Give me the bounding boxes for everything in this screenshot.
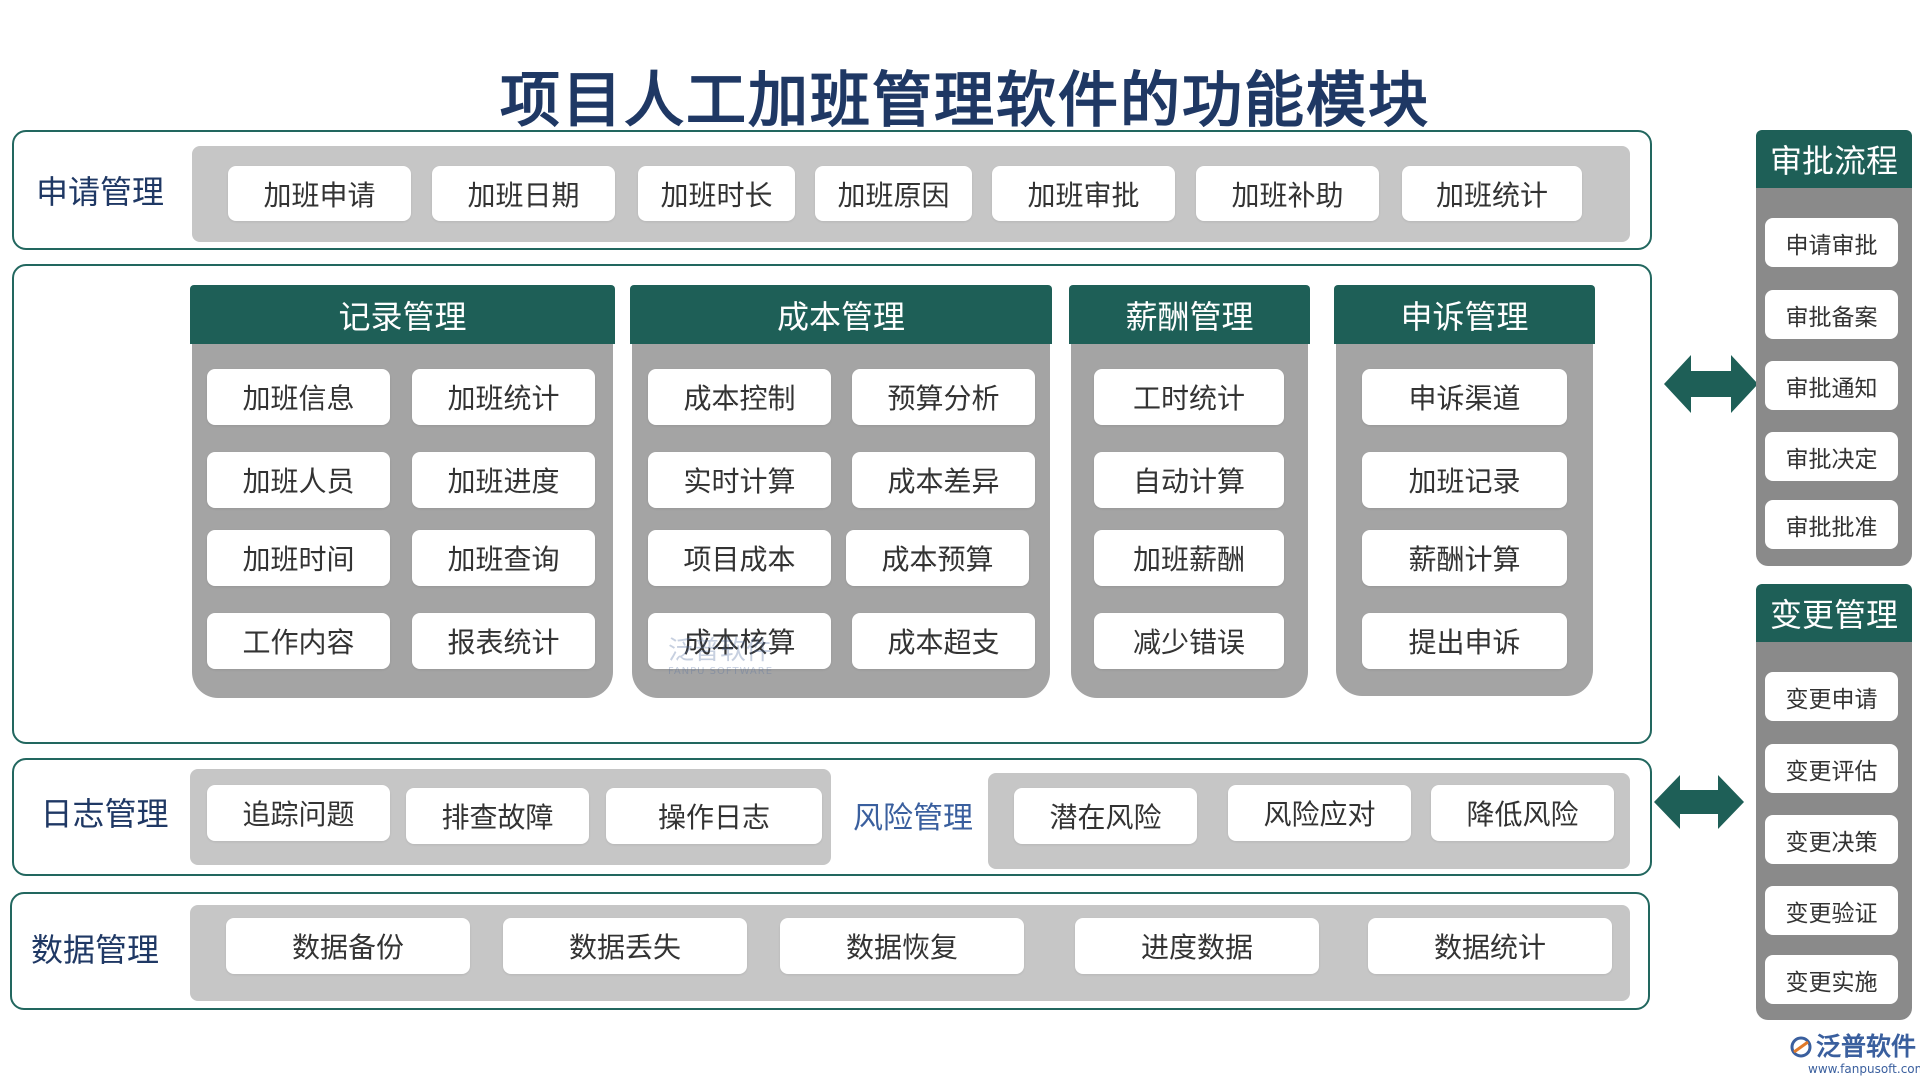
- double-arrow-icon: [1664, 355, 1758, 413]
- salary-item[interactable]: 减少错误: [1094, 613, 1284, 669]
- change-item[interactable]: 变更实施: [1765, 955, 1898, 1004]
- data-label: 数据管理: [30, 931, 159, 969]
- log-item[interactable]: 排查故障: [406, 788, 589, 844]
- data-item[interactable]: 数据备份: [226, 918, 470, 974]
- record-item[interactable]: 加班信息: [207, 369, 390, 425]
- application-item[interactable]: 加班统计: [1402, 166, 1582, 221]
- change-title: 变更管理: [1756, 584, 1912, 642]
- application-item[interactable]: 加班时长: [638, 166, 795, 221]
- salary-item[interactable]: 加班薪酬: [1094, 530, 1284, 586]
- record-item[interactable]: 加班时间: [207, 530, 390, 586]
- cost-item[interactable]: 成本控制: [648, 369, 831, 425]
- salary-item[interactable]: 自动计算: [1094, 452, 1284, 508]
- module-salary-title: 薪酬管理: [1069, 285, 1310, 344]
- cost-item[interactable]: 成本超支: [852, 613, 1035, 669]
- brand-logo: 泛普软件: [1816, 1032, 1917, 1061]
- module-record-title: 记录管理: [190, 285, 615, 344]
- risk-label: 风险管理: [853, 801, 973, 836]
- cost-item[interactable]: 实时计算: [648, 452, 831, 508]
- cost-item[interactable]: 项目成本: [648, 530, 831, 586]
- appeal-item[interactable]: 申诉渠道: [1362, 369, 1567, 425]
- cost-item[interactable]: 成本差异: [852, 452, 1035, 508]
- record-item[interactable]: 工作内容: [207, 613, 390, 669]
- record-item[interactable]: 加班查询: [412, 530, 595, 586]
- module-appeal-title: 申诉管理: [1334, 285, 1595, 344]
- risk-item[interactable]: 降低风险: [1431, 785, 1614, 841]
- log-item[interactable]: 追踪问题: [207, 785, 390, 841]
- data-item[interactable]: 数据恢复: [780, 918, 1024, 974]
- application-item[interactable]: 加班补助: [1196, 166, 1379, 221]
- approval-item[interactable]: 审批批准: [1765, 500, 1898, 549]
- change-item[interactable]: 变更评估: [1765, 744, 1898, 793]
- double-arrow-icon: [1654, 775, 1744, 829]
- cost-item[interactable]: 预算分析: [852, 369, 1035, 425]
- change-item[interactable]: 变更决策: [1765, 815, 1898, 864]
- application-item[interactable]: 加班审批: [992, 166, 1175, 221]
- record-item[interactable]: 加班进度: [412, 452, 595, 508]
- cost-item[interactable]: 成本预算: [846, 530, 1029, 586]
- record-item[interactable]: 加班统计: [412, 369, 595, 425]
- appeal-item[interactable]: 加班记录: [1362, 452, 1567, 508]
- approval-item[interactable]: 申请审批: [1765, 218, 1898, 267]
- watermark-sub: FANPU SOFTWARE: [668, 666, 774, 677]
- brand-url: www.fanpusoft.com: [1808, 1062, 1920, 1076]
- record-item[interactable]: 报表统计: [412, 613, 595, 669]
- appeal-item[interactable]: 提出申诉: [1362, 613, 1567, 669]
- watermark: 泛普软件 FANPU SOFTWARE: [668, 638, 773, 677]
- application-item[interactable]: 加班原因: [815, 166, 972, 221]
- data-item[interactable]: 数据统计: [1368, 918, 1612, 974]
- log-label: 日志管理: [40, 795, 169, 833]
- approval-item[interactable]: 审批决定: [1765, 432, 1898, 481]
- data-item[interactable]: 进度数据: [1075, 918, 1319, 974]
- log-item[interactable]: 操作日志: [606, 788, 822, 844]
- application-item[interactable]: 加班申请: [228, 166, 411, 221]
- application-label: 申请管理: [35, 173, 164, 211]
- watermark-text: 泛普软件: [668, 636, 773, 666]
- approval-item[interactable]: 审批通知: [1765, 361, 1898, 410]
- record-item[interactable]: 加班人员: [207, 452, 390, 508]
- page-title: 项目人工加班管理软件的功能模块: [500, 66, 1430, 136]
- approval-title: 审批流程: [1756, 130, 1912, 188]
- module-cost-title: 成本管理: [630, 285, 1052, 344]
- risk-item[interactable]: 风险应对: [1228, 785, 1411, 841]
- salary-item[interactable]: 工时统计: [1094, 369, 1284, 425]
- change-item[interactable]: 变更验证: [1765, 886, 1898, 935]
- application-item[interactable]: 加班日期: [432, 166, 615, 221]
- risk-item[interactable]: 潜在风险: [1014, 788, 1197, 844]
- change-item[interactable]: 变更申请: [1765, 672, 1898, 721]
- appeal-item[interactable]: 薪酬计算: [1362, 530, 1567, 586]
- data-item[interactable]: 数据丢失: [503, 918, 747, 974]
- fanpu-logo-icon: [1790, 1036, 1812, 1058]
- approval-item[interactable]: 审批备案: [1765, 290, 1898, 339]
- cost-item[interactable]: 成本核算: [648, 613, 831, 669]
